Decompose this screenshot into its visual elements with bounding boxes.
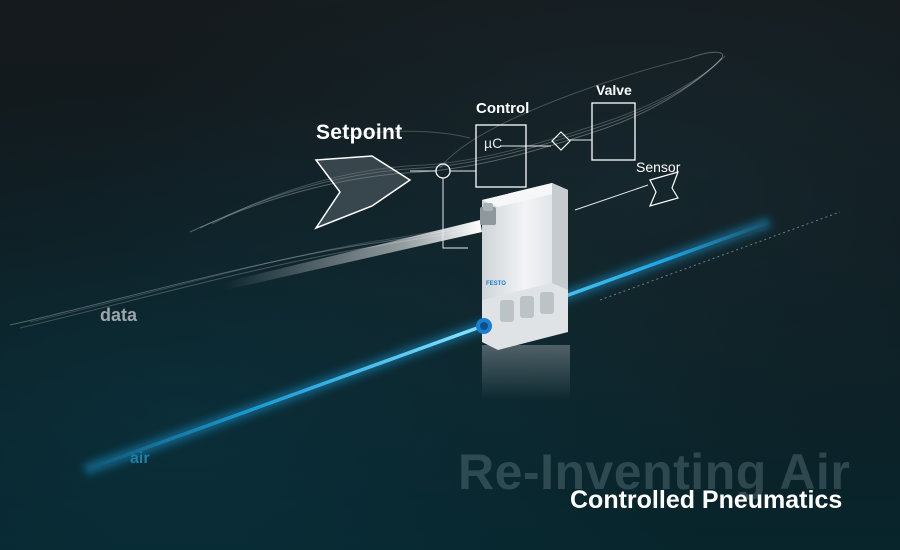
setpoint-chevron (314, 155, 412, 230)
control-label: Control (476, 100, 530, 117)
air-stream-label: air (130, 450, 150, 467)
diamond-symbol (551, 131, 571, 151)
brand-logo: FESTO (486, 281, 506, 287)
data-beam (225, 220, 482, 290)
control-box (475, 124, 527, 188)
data-stream-label: data (100, 305, 138, 325)
setpoint-label: Setpoint (316, 121, 403, 144)
air-stream (82, 211, 841, 476)
sensor-shape (648, 171, 679, 207)
tagline: Re-Inventing Air (458, 444, 851, 500)
summing-junction (435, 163, 451, 179)
headline-title: Controlled Pneumatics (570, 486, 843, 514)
valve-box (591, 102, 636, 161)
valve-label: Valve (596, 82, 632, 98)
sensor-label: Sensor (636, 159, 681, 175)
controller-symbol: µC (484, 135, 503, 151)
valve-device: FESTO (476, 183, 570, 400)
